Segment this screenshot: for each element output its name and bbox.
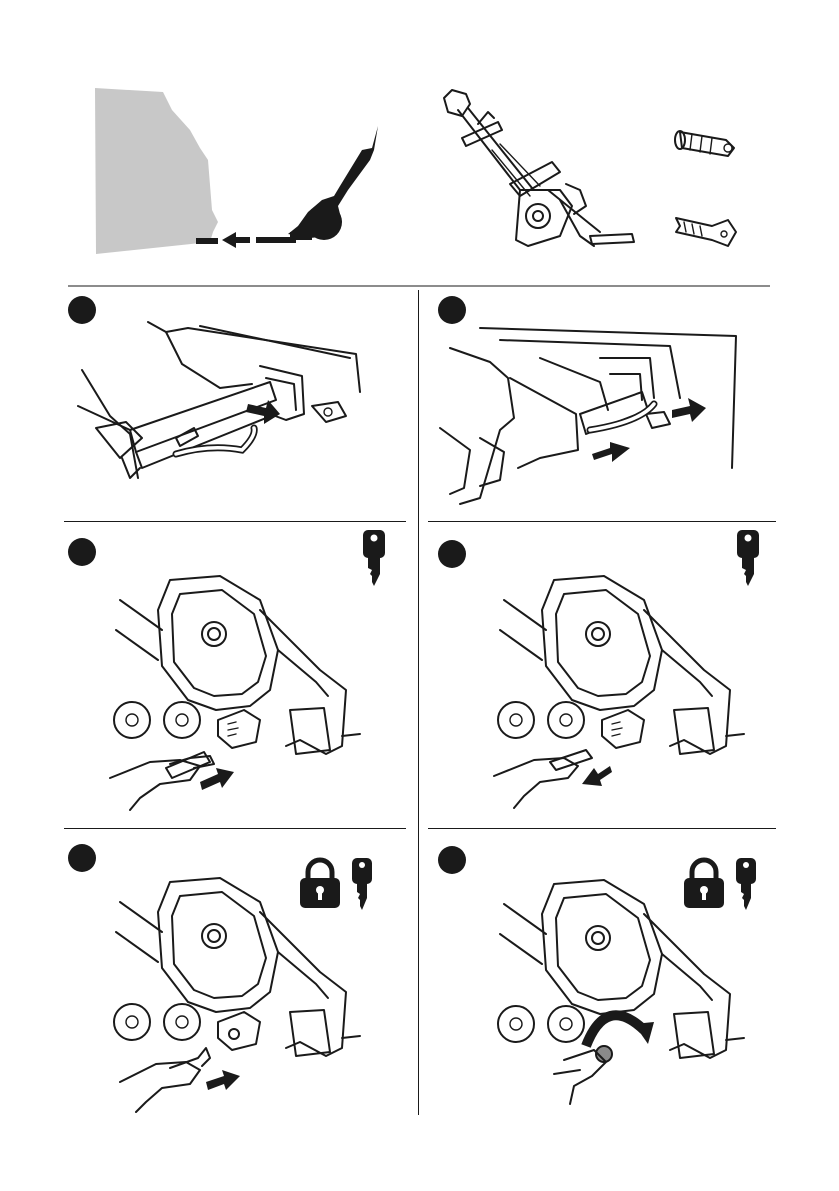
- carrier-lock-body: [114, 576, 360, 754]
- key-icon: [734, 858, 760, 910]
- pull-arrow: [246, 400, 280, 424]
- hand-with-cylinder: [110, 752, 214, 810]
- panel-6-illustration: [494, 874, 744, 1114]
- grid-vertical-divider: [418, 290, 419, 1115]
- padlock-icon: [298, 858, 342, 908]
- insert-arrow: [200, 768, 234, 790]
- bike-carrier-illustration: [444, 90, 634, 246]
- panel-step-3: [110, 570, 360, 820]
- panel-2-illustration: [440, 318, 740, 508]
- key-icon: [676, 218, 736, 246]
- turn-arrow: [586, 1015, 644, 1046]
- panel-3-illustration: [110, 570, 360, 820]
- step-bullet-3: [68, 538, 96, 566]
- grid-row-divider-2b: [428, 828, 776, 829]
- carrier-side-silhouette: [288, 126, 378, 240]
- carrier-lock-body: [498, 576, 744, 754]
- panel-5-illustration: [110, 872, 360, 1112]
- step-bullet-5: [68, 844, 96, 872]
- grid-row-divider-1b: [428, 521, 776, 522]
- panel-step-5: [110, 872, 360, 1112]
- key-icon: [360, 530, 390, 588]
- padlock-icon: [682, 858, 726, 908]
- direction-arrow: [222, 232, 296, 248]
- hand-with-tool: [494, 750, 592, 808]
- insert-key-arrow: [206, 1070, 240, 1090]
- lock-cylinder-icon: [675, 131, 734, 156]
- push-arrow-rear: [672, 398, 706, 422]
- key-icon: [734, 530, 764, 588]
- panel-step-4: [494, 570, 744, 820]
- panel-1-illustration: [70, 318, 410, 518]
- remove-arrow: [582, 766, 612, 786]
- car-rear-illustration: [95, 88, 218, 254]
- panel-4-illustration: [494, 570, 744, 820]
- key-icon: [350, 858, 376, 910]
- header-illustrations: [0, 0, 839, 290]
- hand-turning-key: [554, 1046, 612, 1104]
- panel-step-6: [494, 874, 744, 1114]
- push-arrow-front: [592, 442, 630, 462]
- grid-row-divider-2: [64, 828, 406, 829]
- panel-step-2: [440, 318, 740, 508]
- step-bullet-6: [438, 846, 466, 874]
- hand-with-key: [120, 1048, 210, 1112]
- step-bullet-4: [438, 540, 466, 568]
- panel-step-1: [70, 318, 410, 518]
- header-svg: [0, 0, 839, 290]
- grid-row-divider-1: [64, 521, 406, 522]
